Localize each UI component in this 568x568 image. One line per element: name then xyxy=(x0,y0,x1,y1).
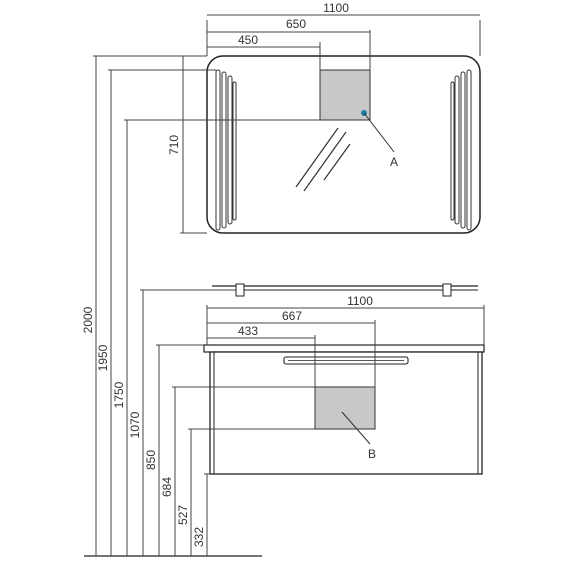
mirror-left-light-strip xyxy=(215,69,237,231)
callout-a-label: A xyxy=(390,155,398,169)
mirror-width-total-label: 1100 xyxy=(323,1,349,15)
mirror-height-label: 710 xyxy=(167,135,181,155)
shelf-bracket-right xyxy=(442,283,452,297)
mirror-panel: A xyxy=(206,55,481,234)
mirror-reflection-marks xyxy=(295,127,351,192)
cabinet-width-total-label: 1100 xyxy=(347,294,373,308)
height-684-label: 684 xyxy=(160,477,174,497)
height-332-label: 332 xyxy=(192,527,206,547)
mirror-width-dimensions: 1100 650 450 xyxy=(206,1,481,70)
cabinet-width-dimensions: 1100 667 433 xyxy=(206,294,485,387)
height-2000-label: 2000 xyxy=(81,306,95,333)
height-1750-label: 1750 xyxy=(112,381,126,408)
cabinet-accessory-box xyxy=(314,386,376,430)
height-1950-label: 1950 xyxy=(96,344,110,371)
callout-a-leader xyxy=(363,112,395,153)
mirror-width-inner-label: 450 xyxy=(238,33,258,47)
mirror-height-dimension: 710 xyxy=(167,55,207,234)
glass-shelf xyxy=(212,283,478,297)
callout-b-leader xyxy=(341,411,371,445)
cabinet-width-inner-label: 433 xyxy=(238,324,258,338)
cabinet-countertop xyxy=(203,344,485,353)
callout-b-label: B xyxy=(368,447,376,461)
height-1070-label: 1070 xyxy=(128,411,142,438)
mirror-width-mid-label: 650 xyxy=(286,17,306,31)
height-850-label: 850 xyxy=(144,450,158,470)
shelf-bracket-left xyxy=(235,283,245,297)
height-dimensions: 2000 1950 1750 1070 850 684 527 332 xyxy=(81,55,320,557)
height-527-label: 527 xyxy=(176,505,190,525)
vanity-cabinet: B xyxy=(203,344,485,475)
mirror-right-light-strip xyxy=(450,69,472,231)
cabinet-width-mid-label: 667 xyxy=(282,309,302,323)
